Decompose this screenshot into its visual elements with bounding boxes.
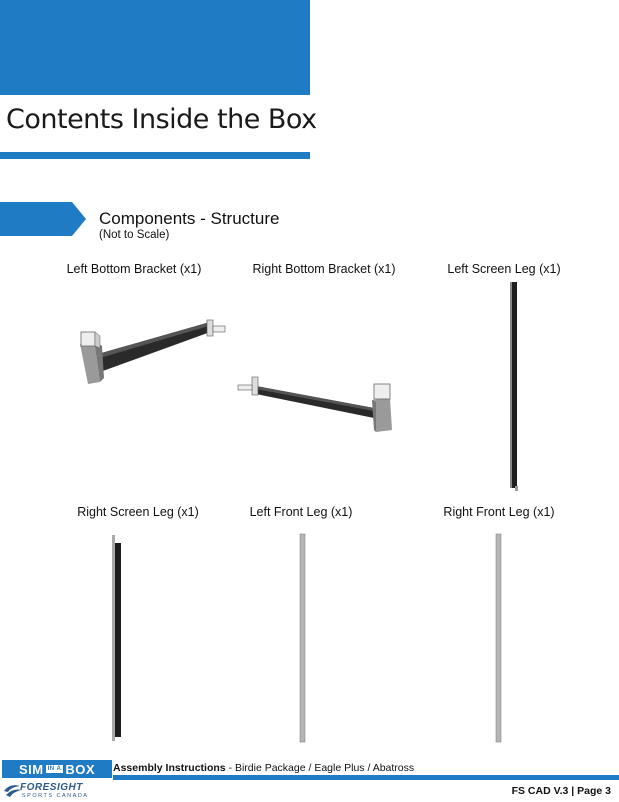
foresight-brand-name: FORESIGHT <box>20 782 83 793</box>
section-title: Components - Structure <box>99 209 280 228</box>
page-number: FS CAD V.3 | Page 3 <box>511 785 611 797</box>
right-screen-leg-image <box>112 535 121 741</box>
right-front-leg-image <box>495 533 502 743</box>
right-bottom-bracket-image <box>237 376 392 432</box>
left-front-leg-image <box>299 533 306 743</box>
section-subtitle: (Not to Scale) <box>99 229 170 241</box>
header-band <box>0 0 310 95</box>
label-right-bottom-bracket: Right Bottom Bracket (x1) <box>252 262 396 276</box>
label-left-bottom-bracket: Left Bottom Bracket (x1) <box>66 262 202 276</box>
left-screen-leg-image <box>510 282 518 491</box>
foresight-brand-sub: SPORTS CANADA <box>22 793 89 799</box>
footer-instructions: Assembly Instructions - Birdie Package /… <box>113 762 415 774</box>
label-left-front-leg: Left Front Leg (x1) <box>249 505 353 519</box>
label-right-screen-leg: Right Screen Leg (x1) <box>77 505 199 519</box>
page-title: Contents Inside the Box <box>6 104 317 135</box>
label-left-screen-leg: Left Screen Leg (x1) <box>447 262 561 276</box>
footer-divider <box>113 775 619 780</box>
foresight-logo-icon <box>4 785 21 797</box>
left-bottom-bracket-image <box>80 319 226 384</box>
section-arrow-icon <box>0 202 86 236</box>
title-divider <box>0 152 310 159</box>
label-right-front-leg: Right Front Leg (x1) <box>443 505 555 519</box>
